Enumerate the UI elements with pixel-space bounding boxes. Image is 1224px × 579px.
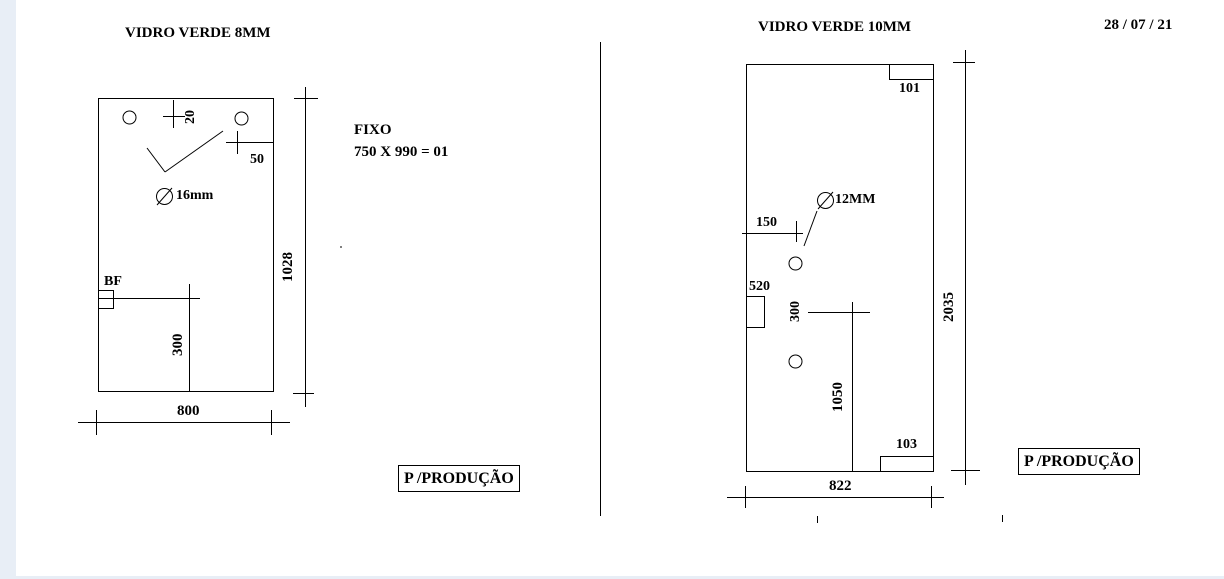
spec-label: 750 X 990 = 01 (354, 144, 449, 160)
left-title: VIDRO VERDE 8MM (125, 25, 271, 41)
right-top-notch (889, 64, 934, 80)
dim-520-label: 520 (749, 279, 770, 294)
right-hole-label: 12MM (835, 192, 876, 207)
left-hole-2 (234, 111, 249, 126)
right-hole-1 (788, 256, 803, 271)
right-title: VIDRO VERDE 10MM (758, 19, 912, 35)
dim-20-label: 20 (183, 110, 198, 124)
dim-300-label: 300 (170, 333, 186, 357)
dim-800-label: 800 (177, 403, 200, 419)
dim-50-label: 50 (250, 152, 264, 167)
dim-150-label: 150 (756, 215, 777, 230)
bf-box (98, 290, 114, 309)
right-hole-symbol (817, 192, 834, 209)
right-bottom-notch (880, 456, 934, 472)
dim-103-label: 103 (896, 437, 917, 452)
dim-101-label: 101 (899, 81, 920, 96)
dim-300-right-label: 300 (788, 301, 803, 322)
fixo-label: FIXO (354, 122, 392, 138)
dim-1050-label: 1050 (830, 382, 846, 412)
left-glass-outline (98, 98, 274, 392)
left-production-stamp: P /PRODUÇÃO (398, 465, 520, 492)
date-label: 28 / 07 / 21 (1104, 17, 1173, 33)
dim-1028-label: 1028 (280, 252, 296, 282)
left-hole-label: 16mm (176, 188, 214, 203)
dim-822-label: 822 (829, 478, 852, 494)
dim-2035-label: 2035 (941, 292, 957, 322)
right-glass-outline (746, 64, 934, 472)
right-production-stamp: P /PRODUÇÃO (1018, 448, 1140, 475)
left-hole-symbol (156, 188, 173, 205)
right-hole-2 (788, 354, 803, 369)
right-side-box (746, 296, 765, 328)
bf-label: BF (104, 274, 122, 289)
left-hole-1 (122, 110, 137, 125)
drawing-sheet (16, 0, 1224, 576)
